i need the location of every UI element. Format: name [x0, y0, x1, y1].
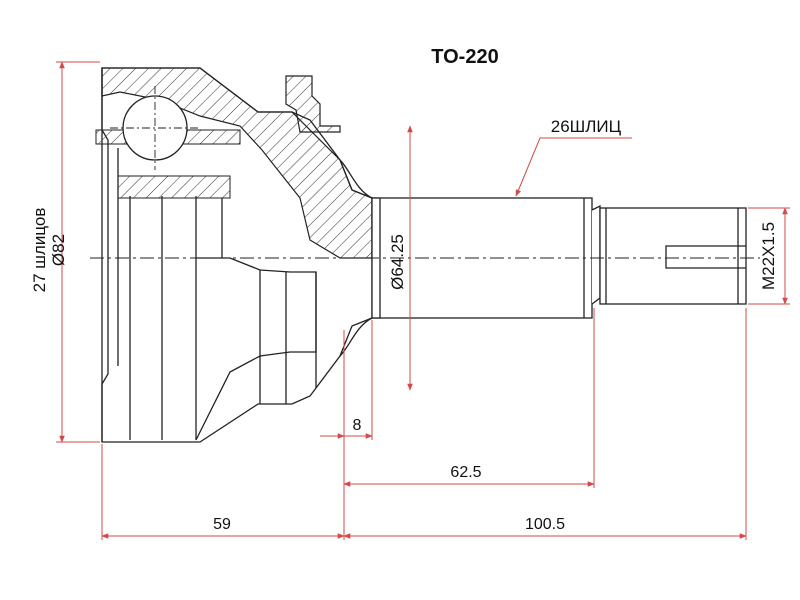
part-number-title: TO-220	[431, 46, 498, 68]
dimension-100-5: 100.5	[525, 516, 565, 533]
threaded-stub	[599, 207, 747, 305]
dimension-62-5: 62.5	[450, 464, 481, 481]
seal-diameter-label: Ø64.25	[388, 234, 407, 290]
inner-splines-label: 27 шлицов	[30, 208, 49, 293]
shaft-splines-label: 26ШЛИЦ	[551, 117, 622, 136]
dimension-59: 59	[213, 516, 231, 533]
dimension-lines	[56, 61, 790, 540]
dimension-8: 8	[353, 417, 362, 434]
ball-bearing	[110, 86, 200, 170]
thread-label: M22X1.5	[759, 222, 778, 290]
housing-section-hatch	[95, 67, 373, 259]
abs-ring-flange	[285, 75, 341, 133]
outer-diameter-label: Ø82	[49, 234, 68, 266]
